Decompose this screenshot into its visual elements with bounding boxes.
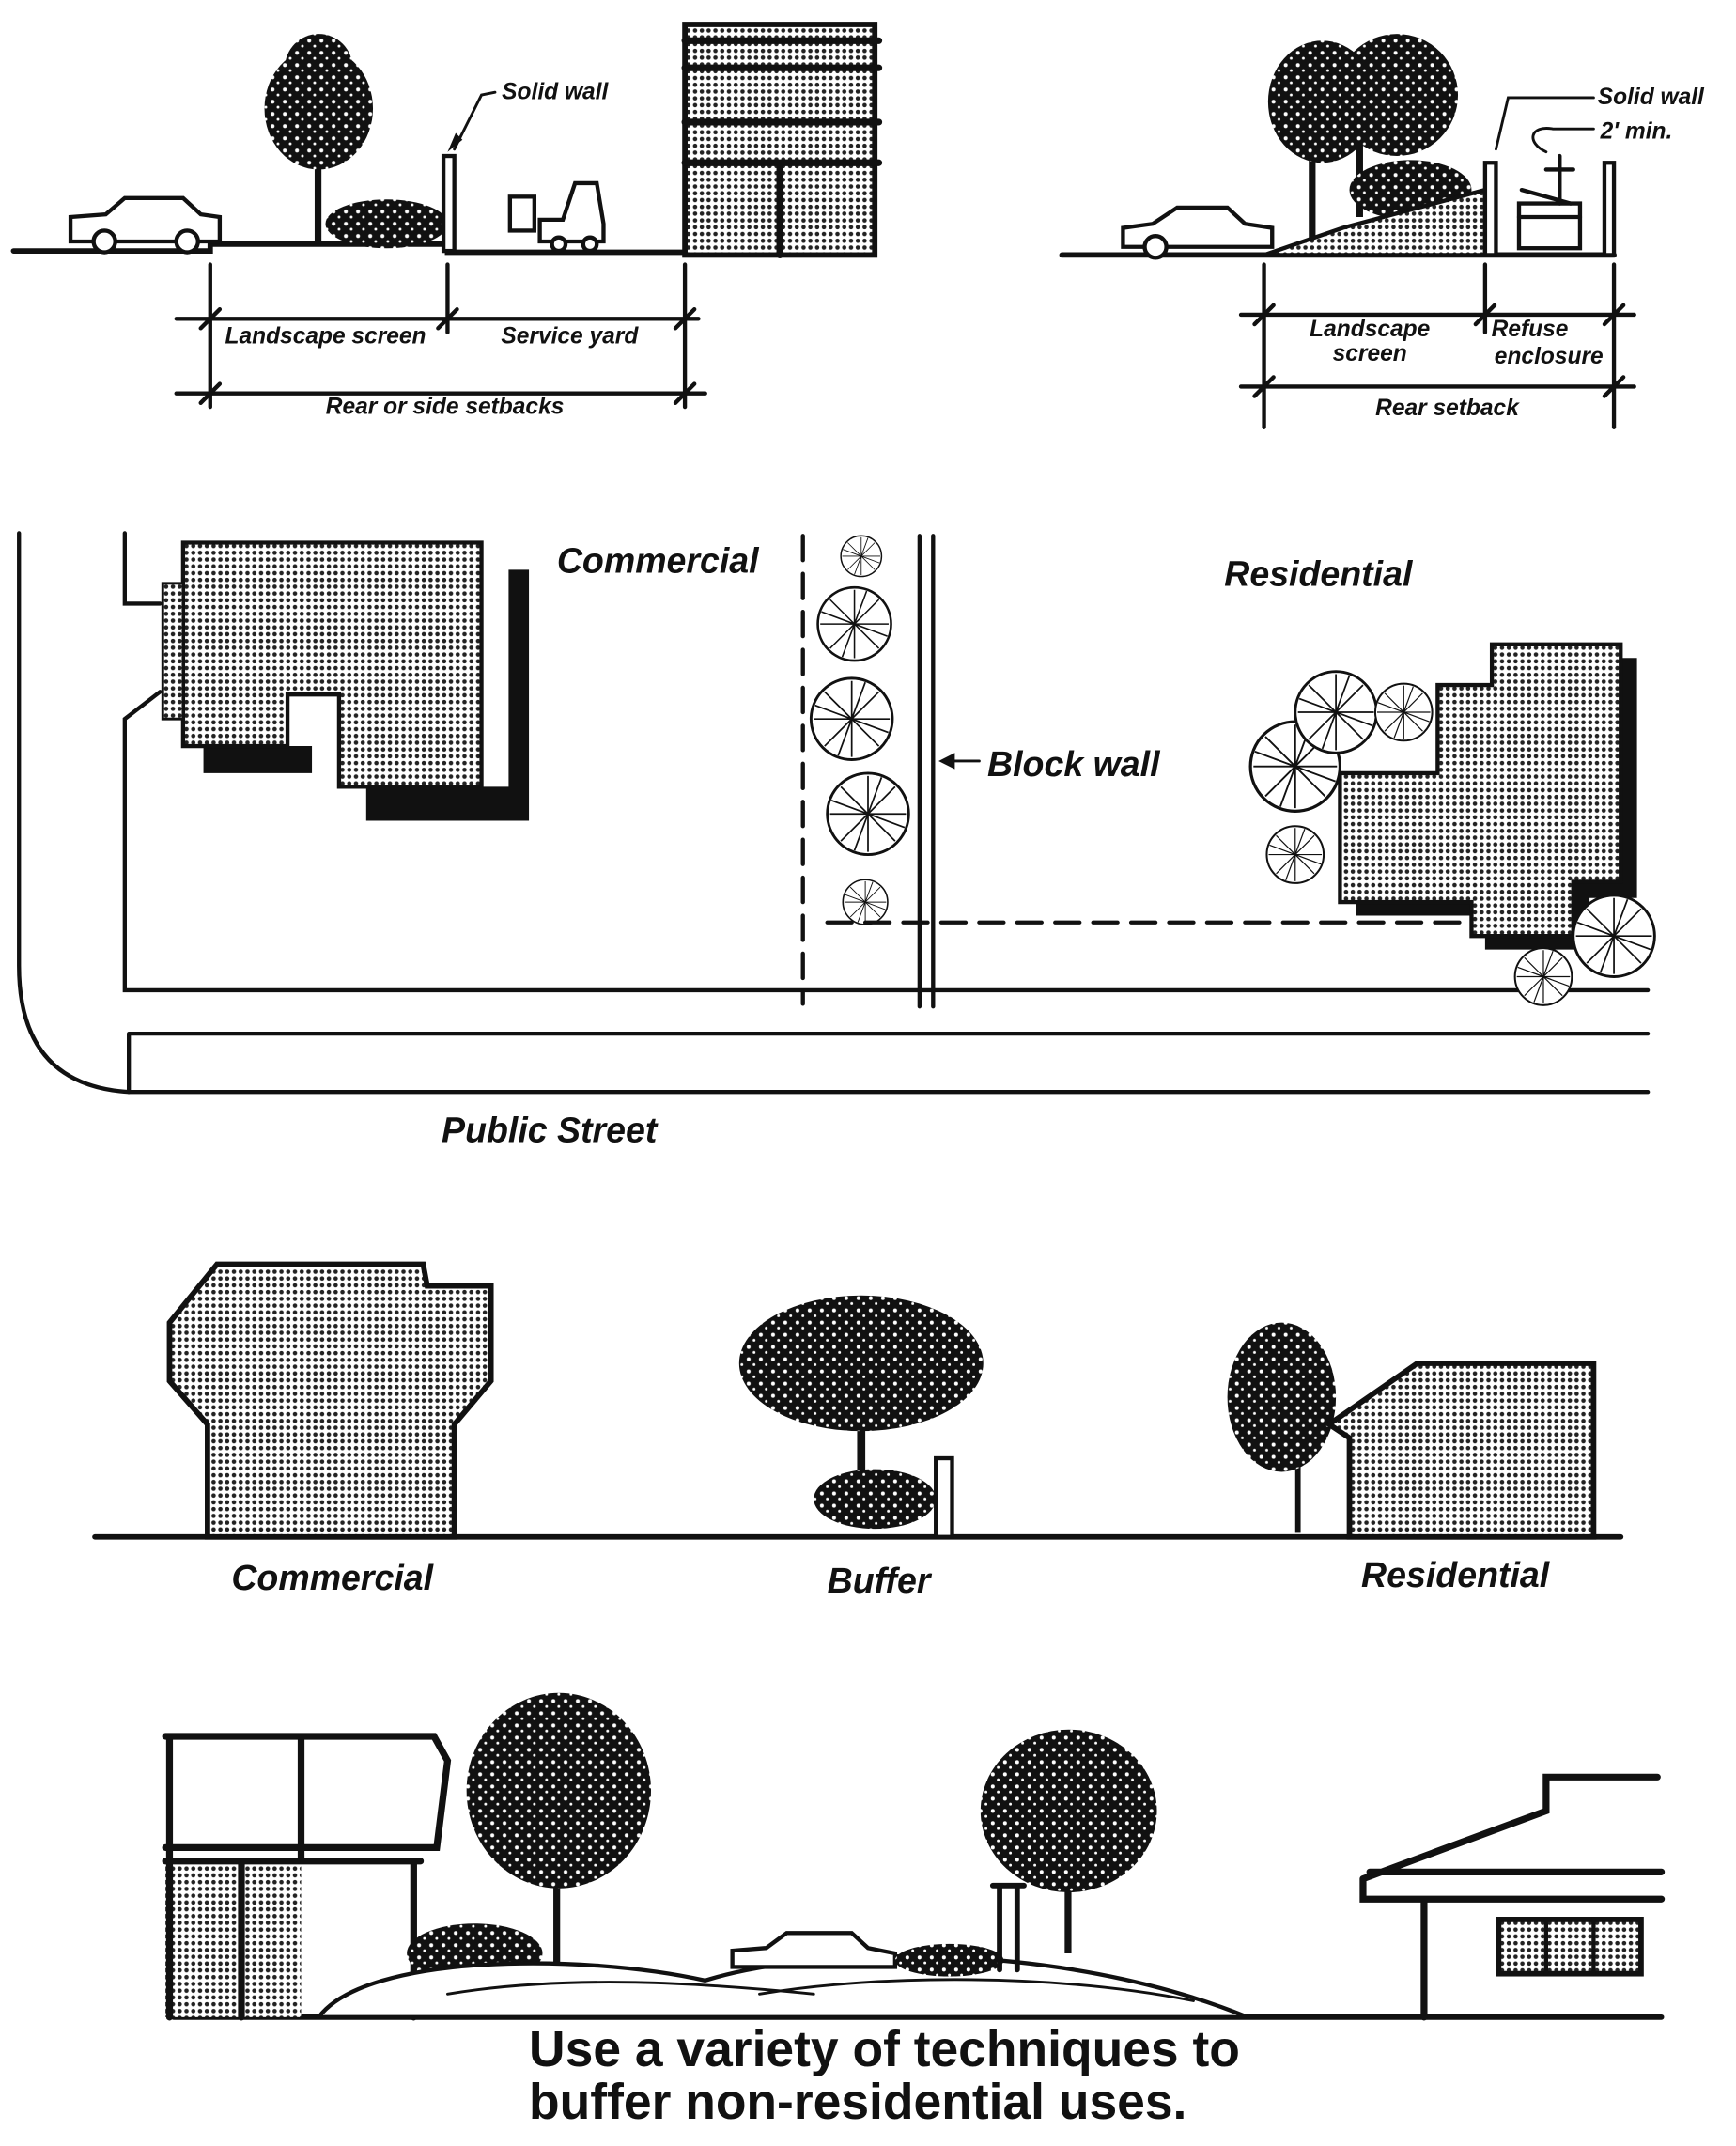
label-screen: screen <box>1333 341 1407 366</box>
shrub-icon <box>325 199 448 249</box>
caption-line-2: buffer non-residential uses. <box>529 2075 1186 2130</box>
shrub-icon <box>894 1943 1004 1977</box>
residential-building-plan <box>1338 642 1637 950</box>
berm-section <box>162 1692 1666 2021</box>
callout-leader <box>453 90 497 151</box>
buffer-wall <box>934 1455 954 1539</box>
block-wall <box>917 534 936 1009</box>
car-icon <box>68 195 223 255</box>
buffer-wall-posts <box>989 1882 1027 1973</box>
label-solid-wall: Solid wall <box>1598 85 1705 110</box>
forklift-icon <box>507 180 606 254</box>
callout-leader-2 <box>1531 127 1595 154</box>
residential-house-section <box>1359 1773 1666 2021</box>
callout-leader <box>1495 96 1595 151</box>
car-icon <box>730 1931 898 1969</box>
caption-line-1: Use a variety of techniques to <box>529 2022 1240 2077</box>
dimension-lines <box>1238 262 1636 429</box>
site-plan: Commercial Residential Block wall Public… <box>17 531 1656 1150</box>
label-solid-wall: Solid wall <box>502 79 609 104</box>
solid-wall <box>1482 161 1498 257</box>
label-refuse: Refuse <box>1492 317 1569 342</box>
label-commercial-plan: Commercial <box>557 540 760 580</box>
label-service-yard: Service yard <box>501 323 639 349</box>
section-refuse-enclosure: Solid wall 2' min. Landscape screen Refu… <box>1059 34 1705 429</box>
buffer-elevation: Commercial Buffer Residential <box>92 1261 1624 1600</box>
label-2ft-min: 2' min. <box>1600 118 1673 144</box>
car-icon <box>1121 205 1275 260</box>
berm-tree-icon <box>407 1692 652 1983</box>
commercial-building-frame <box>162 1733 452 2021</box>
label-commercial-elevation: Commercial <box>231 1558 434 1597</box>
berm-contours <box>445 1978 1195 2002</box>
lot-line <box>122 531 1651 993</box>
commercial-building-elevation <box>166 1261 494 1540</box>
label-block-wall: Block wall <box>987 744 1161 784</box>
street-edge <box>126 1031 1651 1095</box>
label-buffer: Buffer <box>828 1561 933 1600</box>
label-rear-setback: Rear setback <box>1375 396 1520 421</box>
plan-trees-buffer <box>809 535 910 925</box>
commercial-building-plan <box>161 540 530 821</box>
section-service-yard: Solid wall Landscape screen Service yard… <box>10 22 883 419</box>
buffer-tree-icon <box>738 1295 984 1530</box>
commercial-building-section <box>681 22 883 259</box>
label-residential-elevation: Residential <box>1361 1555 1551 1594</box>
residential-tree-icon <box>1227 1322 1337 1533</box>
residential-house-elevation <box>1324 1361 1597 1540</box>
solid-wall <box>441 153 457 254</box>
label-landscape: Landscape <box>1310 317 1430 342</box>
tree-icon <box>1267 34 1472 244</box>
dimension-lines <box>174 262 707 410</box>
enclosure-wall <box>1602 161 1617 257</box>
label-enclosure: enclosure <box>1495 344 1604 369</box>
tree-icon <box>264 34 374 244</box>
berm-tree-icon-2 <box>980 1729 1157 1953</box>
ground-line <box>10 241 688 256</box>
label-public-street: Public Street <box>442 1111 659 1150</box>
refuse-bin-icon <box>1516 153 1583 251</box>
curb-line <box>17 531 132 1095</box>
label-residential-plan: Residential <box>1224 554 1414 594</box>
label-rear-side-setbacks: Rear or side setbacks <box>326 394 565 419</box>
label-landscape-screen: Landscape screen <box>225 323 426 349</box>
